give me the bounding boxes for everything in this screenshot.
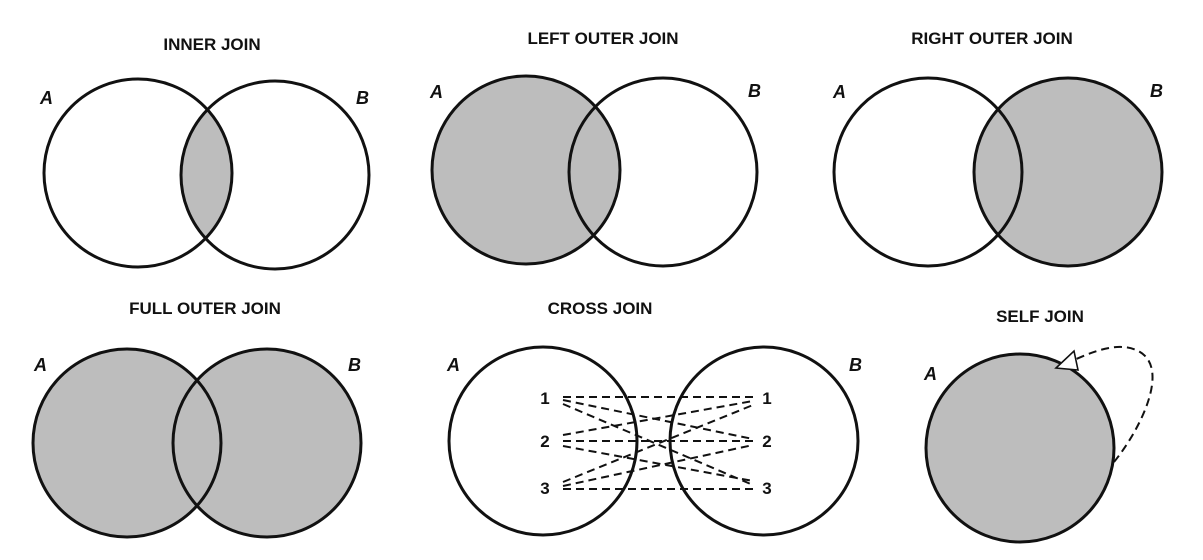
cross-join-label-a: A	[446, 355, 460, 375]
self-join-loop-arrow	[1073, 345, 1154, 463]
full-outer-join-circle-b	[171, 347, 363, 539]
self-join-diagram: SELF JOIN A	[923, 307, 1154, 544]
right-outer-join-diagram: RIGHT OUTER JOIN A B	[832, 29, 1164, 268]
right-outer-join-circle-a	[832, 76, 1024, 268]
cross-line-1-3	[562, 403, 754, 486]
full-outer-join-label-a: A	[33, 355, 47, 375]
cross-line-2-3	[562, 445, 754, 482]
self-join-arrowhead-icon	[1054, 349, 1080, 371]
left-outer-join-circle-a	[430, 74, 622, 266]
full-outer-join-circle-a	[31, 347, 223, 539]
right-outer-join-label-a: A	[832, 82, 846, 102]
inner-join-label-a: A	[39, 88, 53, 108]
cross-join-label-b: B	[849, 355, 862, 375]
cross-join-row-a-2: 2	[540, 432, 549, 451]
cross-join-connector-lines	[562, 396, 754, 490]
cross-line-1-2	[562, 399, 754, 440]
self-join-circle-a	[924, 352, 1116, 544]
full-outer-join-fill-a	[33, 349, 221, 537]
right-outer-join-fill-b	[974, 78, 1162, 266]
inner-join-circle-a	[42, 77, 234, 269]
cross-join-title: CROSS JOIN	[548, 299, 653, 318]
cross-join-row-a-1: 1	[540, 389, 549, 408]
left-outer-join-circle-b	[567, 76, 759, 268]
right-outer-join-circle-b	[972, 76, 1164, 268]
left-outer-join-diagram: LEFT OUTER JOIN A B	[429, 29, 761, 268]
cross-line-3-2	[562, 444, 754, 487]
left-outer-join-fill-a	[432, 76, 620, 264]
cross-join-diagram: CROSS JOIN 1 2 3 1 2 3 A B	[446, 299, 862, 537]
cross-line-3-1	[562, 404, 754, 483]
cross-join-row-b-1: 1	[762, 389, 771, 408]
right-outer-join-label-b: B	[1150, 81, 1163, 101]
left-outer-join-label-b: B	[748, 81, 761, 101]
cross-join-row-b-3: 3	[762, 479, 771, 498]
self-join-label-a: A	[923, 364, 937, 384]
inner-join-diagram: INNER JOIN A B	[39, 35, 371, 271]
cross-join-row-b-2: 2	[762, 432, 771, 451]
left-outer-join-label-a: A	[429, 82, 443, 102]
left-outer-join-title: LEFT OUTER JOIN	[527, 29, 678, 48]
full-outer-join-title: FULL OUTER JOIN	[129, 299, 281, 318]
inner-join-label-b: B	[356, 88, 369, 108]
full-outer-join-diagram: FULL OUTER JOIN A B	[31, 299, 363, 539]
cross-join-circle-a	[447, 345, 639, 537]
right-outer-join-title: RIGHT OUTER JOIN	[911, 29, 1073, 48]
inner-join-title: INNER JOIN	[163, 35, 260, 54]
cross-line-2-1	[562, 400, 754, 436]
inner-join-circle-b	[179, 79, 371, 271]
cross-join-row-a-3: 3	[540, 479, 549, 498]
self-join-fill-a	[926, 354, 1114, 542]
full-outer-join-label-b: B	[348, 355, 361, 375]
full-outer-join-fill-b	[173, 349, 361, 537]
self-join-title: SELF JOIN	[996, 307, 1084, 326]
